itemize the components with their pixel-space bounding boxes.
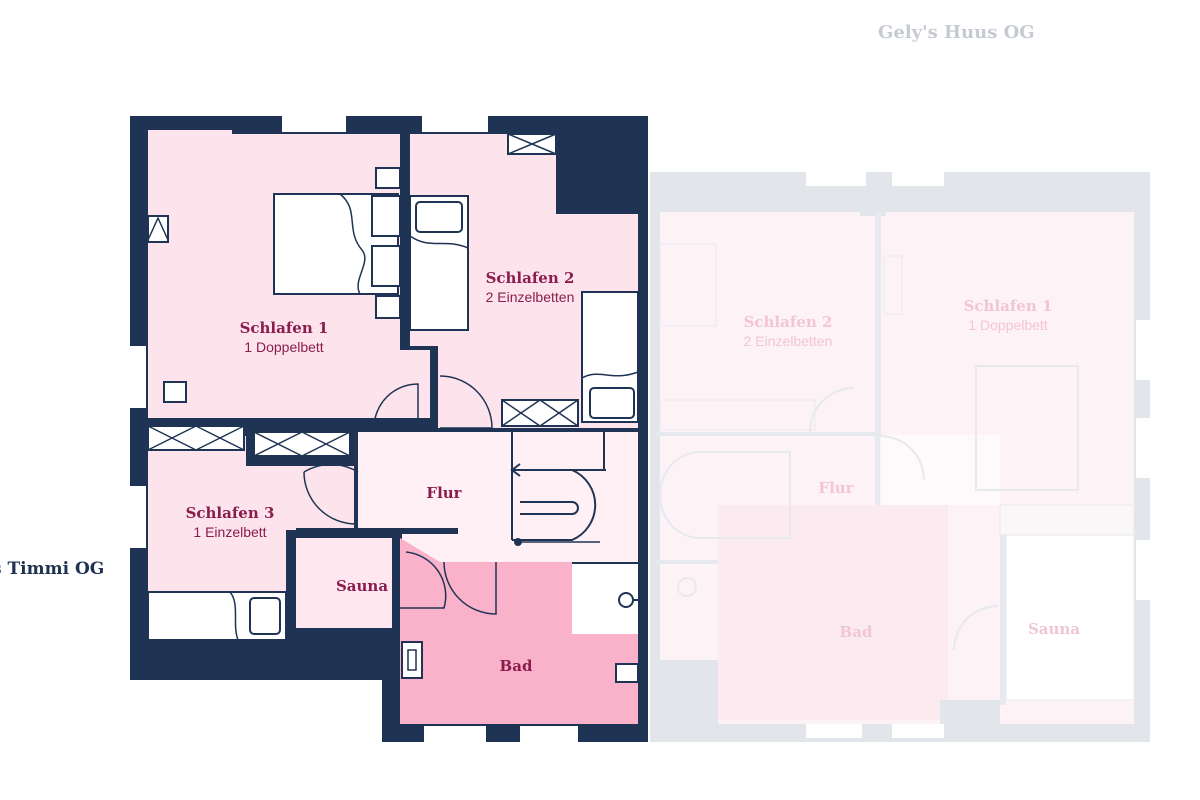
ghost-label-bath: Bad [816, 622, 896, 642]
room-name: Schlafen 3 [185, 504, 275, 522]
room-name: Schlafen 1 [239, 319, 329, 337]
main-apartment [130, 116, 648, 742]
room-label-bedroom3: Schlafen 3 1 Einzelbett [170, 503, 290, 541]
room-name: Schlafen 2 [743, 313, 833, 331]
room-beds: 1 Doppelbett [244, 339, 324, 355]
room-name: Bad [499, 657, 533, 675]
room-label-bedroom1: Schlafen 1 1 Doppelbett [214, 318, 354, 356]
room-beds: 1 Einzelbett [193, 524, 267, 540]
ghost-apartment [650, 172, 1150, 742]
floor-title-left: s Timmi OG [0, 559, 105, 579]
room-name: Sauna [1027, 620, 1081, 638]
room-beds: 1 Doppelbett [968, 317, 1048, 333]
room-name: Schlafen 2 [485, 269, 575, 287]
ghost-label-bedroom1: Schlafen 1 1 Doppelbett [948, 296, 1068, 334]
floor-title-right: Gely's Huus OG [878, 22, 1035, 43]
room-name: Flur [818, 479, 854, 497]
room-beds: 2 Einzelbetten [743, 333, 833, 349]
room-name: Schlafen 1 [963, 297, 1053, 315]
ghost-label-sauna: Sauna [1014, 619, 1094, 639]
room-name: Sauna [335, 577, 389, 595]
room-label-bath: Bad [476, 656, 556, 676]
ghost-label-hall: Flur [796, 478, 876, 498]
room-label-bedroom2: Schlafen 2 2 Einzelbetten [470, 268, 590, 306]
room-beds: 2 Einzelbetten [485, 289, 575, 305]
room-label-hall: Flur [404, 483, 484, 503]
room-label-sauna: Sauna [324, 576, 400, 596]
room-name: Flur [426, 484, 462, 502]
room-name: Bad [839, 623, 873, 641]
ghost-label-bedroom2: Schlafen 2 2 Einzelbetten [726, 312, 850, 350]
